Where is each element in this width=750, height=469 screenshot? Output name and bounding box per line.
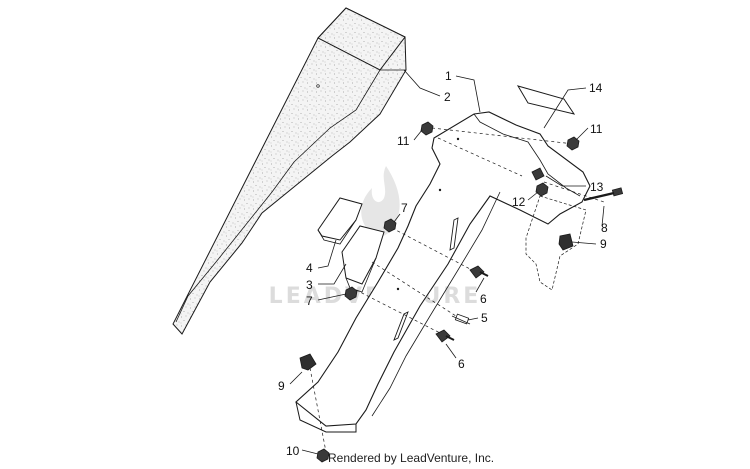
slot-lower — [393, 311, 409, 341]
leader-line-2 — [403, 69, 441, 97]
hardware — [299, 121, 624, 463]
chain-guard-bottom-lip — [295, 401, 357, 433]
callout-6-lower: 6 — [458, 357, 465, 371]
guard-hole — [438, 188, 442, 192]
clip-icon — [558, 233, 574, 251]
leader-line-11a — [413, 129, 423, 141]
guard-hole — [456, 137, 460, 141]
leader-line-1 — [455, 75, 481, 113]
leader-line-13 — [545, 175, 586, 187]
callout-4: 4 — [306, 261, 313, 275]
hex-nut-icon — [566, 136, 580, 151]
hex-nut-icon — [535, 182, 549, 197]
side-bracket — [525, 195, 587, 291]
flange-bolt-icon — [469, 265, 489, 279]
leader-line-10 — [301, 449, 319, 455]
hex-nut-icon — [316, 448, 330, 463]
foam-pad-hole — [316, 84, 320, 88]
leader-line-6b — [445, 343, 457, 359]
small-bracket-4-edge — [317, 219, 357, 245]
leader-line-8 — [601, 205, 605, 227]
leader-line-3 — [318, 263, 347, 285]
leader-line-4 — [317, 239, 337, 269]
foam-pad-edge — [175, 69, 406, 323]
leader-line-12 — [527, 191, 539, 201]
chain-guard — [295, 111, 591, 433]
assembly-line — [371, 261, 457, 317]
hex-nut-icon — [344, 286, 358, 301]
assembly-line — [543, 181, 605, 203]
callout-3: 3 — [306, 278, 313, 292]
foam-pad — [172, 7, 407, 335]
hex-nut-icon — [420, 121, 434, 136]
leader-line-6a — [475, 277, 485, 293]
leader-line-7b — [317, 293, 347, 301]
leader-lines — [289, 69, 605, 455]
assembly-line — [355, 289, 443, 335]
foam-pad-top-face — [317, 7, 406, 71]
screw-icon — [531, 167, 545, 181]
leader-line-9b — [571, 241, 597, 245]
chain-guard-outline — [295, 111, 591, 427]
plate — [516, 85, 576, 115]
callout-8: 8 — [601, 221, 608, 235]
small-bracket — [317, 197, 385, 293]
plate-outline — [516, 85, 576, 115]
callout-7-upper: 7 — [401, 201, 408, 215]
leader-line-5 — [467, 317, 479, 321]
callout-14: 14 — [589, 81, 603, 95]
callout-labels: 1 2 14 11 11 13 12 8 9 7 4 3 7 6 5 6 9 1… — [278, 69, 608, 458]
rendered-by-credit: Rendered by LeadVenture, Inc. — [328, 451, 495, 465]
hex-nut-icon — [383, 218, 397, 233]
callout-9-right: 9 — [600, 237, 607, 251]
callout-7-lower: 7 — [306, 294, 313, 308]
leader-line-9a — [289, 371, 303, 385]
spacer-icon — [451, 313, 471, 325]
callout-11-left: 11 — [397, 134, 410, 148]
leader-line-7a — [393, 213, 401, 223]
callout-11-right: 11 — [590, 122, 603, 136]
clip-icon — [299, 353, 317, 371]
guard-hole — [396, 287, 400, 291]
flange-bolt-icon — [435, 329, 455, 343]
callout-10: 10 — [286, 444, 300, 458]
callout-9-left: 9 — [278, 379, 285, 393]
callout-12: 12 — [512, 195, 526, 209]
assembly-line — [309, 367, 327, 453]
callout-13: 13 — [590, 180, 604, 194]
callout-2: 2 — [444, 90, 451, 104]
small-bracket-3 — [341, 225, 385, 285]
callout-6-upper: 6 — [480, 292, 487, 306]
callout-5: 5 — [481, 311, 488, 325]
bolt-icon — [583, 187, 624, 202]
assembly-lines — [309, 127, 605, 453]
leader-line-11b — [575, 127, 589, 141]
slot-upper — [449, 217, 459, 251]
side-bracket-outline — [525, 195, 587, 291]
leader-line-14 — [543, 87, 587, 129]
callout-1: 1 — [445, 69, 452, 83]
